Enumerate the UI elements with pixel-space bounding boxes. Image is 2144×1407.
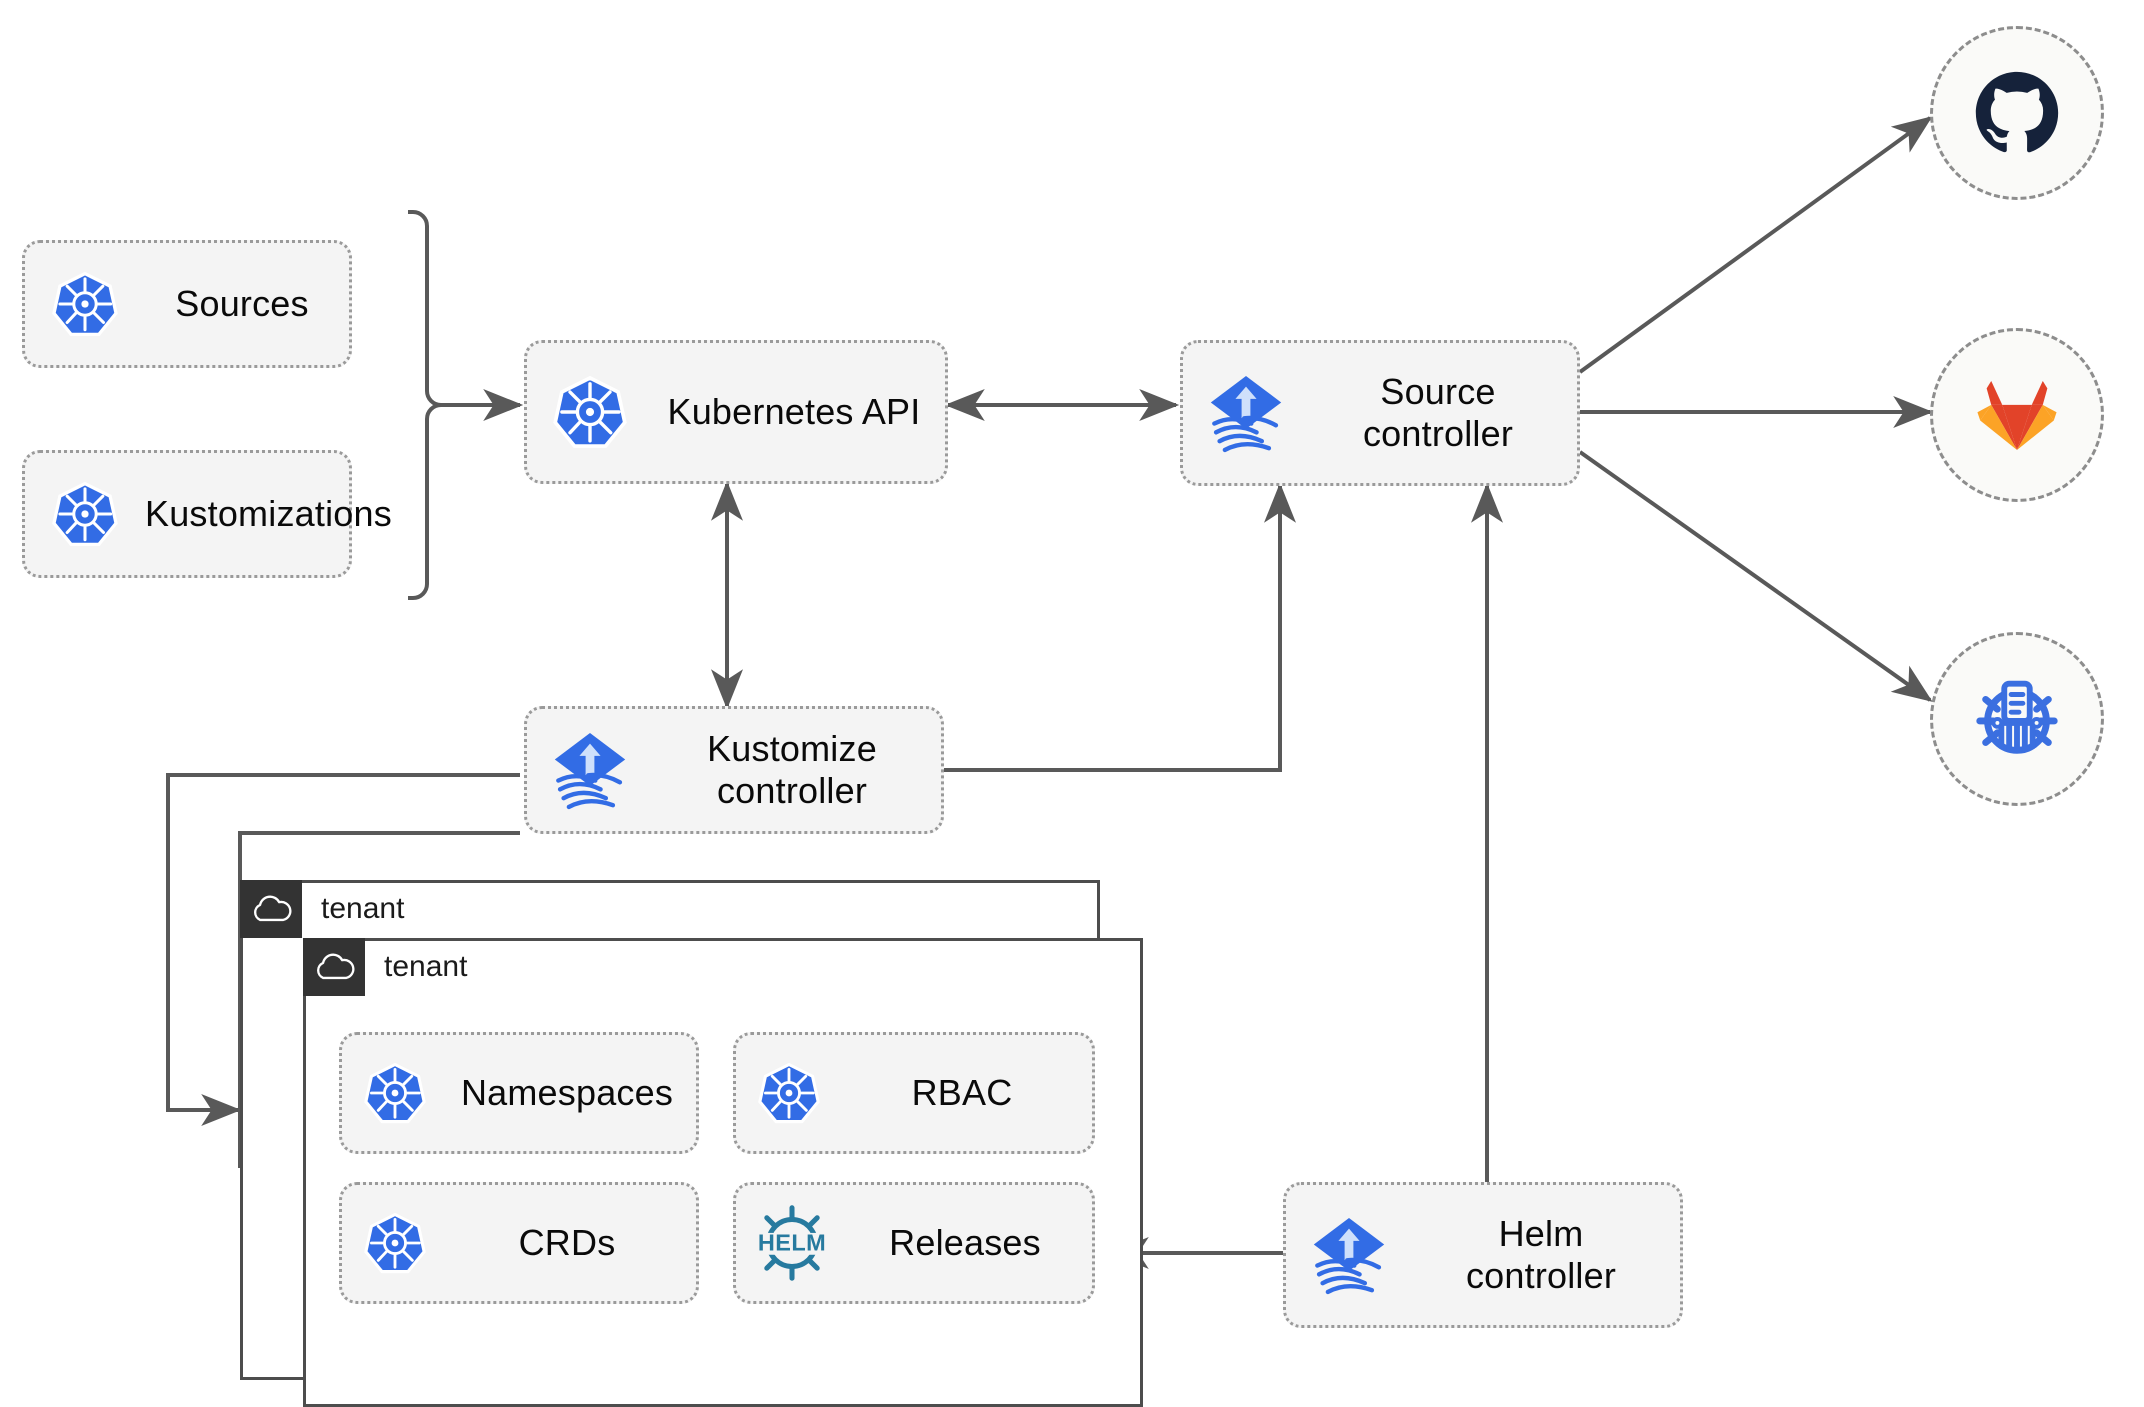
- tenant-label: tenant: [321, 892, 405, 925]
- node-label: Namespaces: [460, 1071, 674, 1113]
- kubernetes-icon: [527, 375, 653, 449]
- node-label: Kubernetes API: [667, 390, 921, 432]
- node-kustomize-controller[interactable]: Kustomize controller: [524, 706, 944, 834]
- kubernetes-icon: [342, 1062, 448, 1124]
- flux-icon: [1286, 1211, 1412, 1299]
- node-label: RBAC: [911, 1071, 1013, 1113]
- kubernetes-icon: [342, 1212, 448, 1274]
- external-gitlab[interactable]: [1930, 328, 2104, 502]
- tenant-group-front[interactable]: tenant: [303, 938, 1143, 1407]
- flux-icon: [527, 726, 653, 814]
- kubernetes-icon: [25, 271, 145, 337]
- node-label: Releases: [889, 1221, 1041, 1263]
- node-crds[interactable]: CRDs: [339, 1182, 699, 1304]
- node-sources[interactable]: Sources: [22, 240, 352, 368]
- edge-sourcectrl-bucket: [1578, 450, 1933, 702]
- node-kustomizations[interactable]: Kustomizations: [22, 450, 392, 578]
- node-source-controller[interactable]: Source controller: [1180, 340, 1580, 486]
- gitlab-icon: [1977, 380, 2057, 450]
- tenant-label: tenant: [384, 950, 468, 983]
- flux-icon: [1183, 369, 1309, 457]
- svg-text:HELM: HELM: [758, 1230, 826, 1256]
- helm-icon: HELM: [736, 1201, 848, 1285]
- node-rbac[interactable]: RBAC: [733, 1032, 1095, 1154]
- kubernetes-icon: [736, 1062, 842, 1124]
- kubernetes-icon: [25, 481, 145, 547]
- cloud-icon: [240, 880, 302, 938]
- node-label: Helm controller: [1465, 1212, 1617, 1296]
- external-github[interactable]: [1930, 26, 2104, 200]
- node-kubernetes-api[interactable]: Kubernetes API: [524, 340, 948, 484]
- github-icon: [1975, 71, 2059, 153]
- edge-kustomizectrl-sourcectrl: [944, 482, 1296, 772]
- node-releases[interactable]: HELM Releases: [733, 1182, 1095, 1304]
- node-label: CRDs: [518, 1221, 616, 1263]
- node-helm-controller[interactable]: Helm controller: [1283, 1182, 1683, 1328]
- node-label: Source controller: [1362, 370, 1514, 454]
- edge-inputs-bracket: [408, 210, 442, 600]
- node-namespaces[interactable]: Namespaces: [339, 1032, 699, 1154]
- node-label: Kustomizations: [145, 492, 392, 534]
- node-label: Sources: [175, 282, 309, 324]
- external-bucket[interactable]: [1930, 632, 2104, 806]
- cloud-icon: [303, 938, 365, 996]
- edge-sourcectrl-github: [1578, 116, 1933, 374]
- node-label: Kustomize controller: [707, 727, 877, 811]
- bucket-icon: [1976, 680, 2058, 754]
